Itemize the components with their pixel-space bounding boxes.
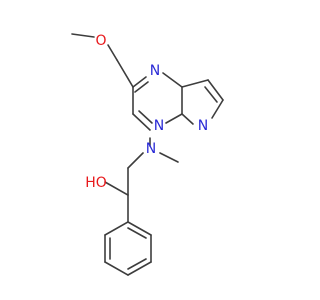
bond	[127, 221, 152, 236]
bond	[207, 79, 224, 101]
bond	[159, 152, 179, 163]
atom-o-methoxy: O	[95, 33, 106, 49]
bond	[116, 59, 134, 88]
bond	[127, 152, 144, 169]
bond	[204, 86, 218, 103]
bond	[104, 181, 129, 196]
bond	[211, 99, 224, 119]
bond	[134, 81, 149, 93]
atom-o-hydroxyl: HO	[85, 175, 107, 191]
bond	[104, 221, 129, 236]
bond	[165, 113, 183, 124]
bond	[162, 72, 183, 88]
atom-label-layer: O N N N N HO	[85, 33, 208, 191]
bond	[138, 110, 153, 124]
bond	[127, 258, 147, 270]
atom-n-pyrimidine: N	[150, 63, 160, 79]
bond-layer	[71, 33, 224, 276]
structure-diagram: O N N N N HO	[71, 33, 224, 276]
atom-n-amine: N	[146, 141, 156, 157]
bond	[107, 44, 118, 61]
bond	[181, 79, 209, 88]
atom-n-pyrazole: N	[198, 118, 208, 134]
bond	[127, 227, 147, 239]
bond	[71, 33, 95, 38]
bond	[127, 261, 152, 276]
bond	[132, 113, 151, 131]
bond	[132, 76, 147, 88]
bond	[104, 261, 129, 276]
atom-n-bridgehead: N	[154, 118, 164, 134]
bond	[181, 113, 194, 125]
